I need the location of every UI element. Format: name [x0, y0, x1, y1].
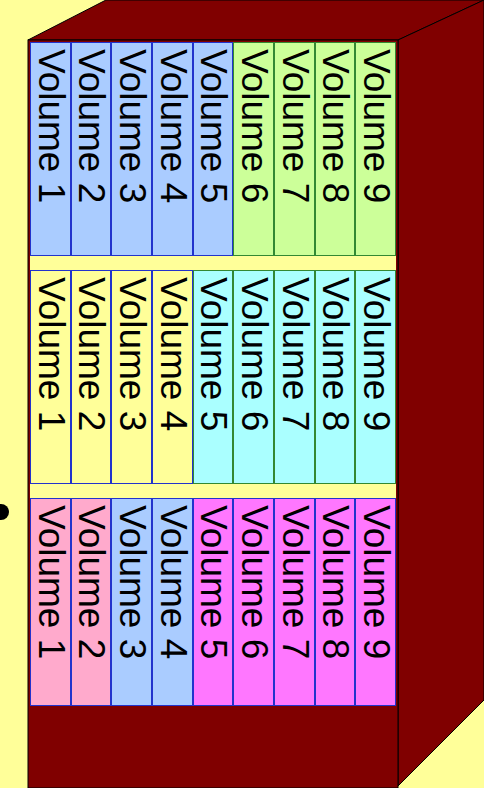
volume-label: Volume 2 — [72, 277, 110, 431]
volume-label: Volume 8 — [316, 49, 354, 203]
shelf-gap — [30, 256, 396, 270]
volume-label: Volume 9 — [357, 505, 395, 659]
book-spine: Volume 3 — [111, 42, 152, 256]
volume-label: Volume 9 — [357, 49, 395, 203]
book-spine: Volume 5 — [193, 498, 234, 706]
book-spine: Volume 9 — [355, 270, 396, 484]
volume-label: Volume 5 — [194, 505, 232, 659]
volume-label: Volume 1 — [32, 505, 70, 659]
book-spine: Volume 6 — [233, 498, 274, 706]
book-spine: Volume 2 — [71, 498, 112, 706]
book-spine: Volume 7 — [274, 270, 315, 484]
book-spine: Volume 8 — [315, 498, 356, 706]
book-spine: Volume 9 — [355, 498, 396, 706]
book-spine: Volume 8 — [315, 270, 356, 484]
volume-label: Volume 1 — [32, 49, 70, 203]
volume-label: Volume 1 — [32, 277, 70, 431]
book-spine: Volume 3 — [111, 270, 152, 484]
book-spine: Volume 2 — [71, 270, 112, 484]
volume-label: Volume 3 — [113, 505, 151, 659]
shelf-gap — [30, 484, 396, 498]
volume-label: Volume 4 — [154, 49, 192, 203]
volume-label: Volume 7 — [276, 49, 314, 203]
book-spine: Volume 4 — [152, 498, 193, 706]
knob-dot — [0, 504, 9, 520]
volume-label: Volume 6 — [235, 505, 273, 659]
book-spine: Volume 2 — [71, 42, 112, 256]
volume-label: Volume 3 — [113, 49, 151, 203]
book-spine: Volume 6 — [233, 42, 274, 256]
bookcase-side — [398, 0, 484, 786]
book-spine: Volume 9 — [355, 42, 396, 256]
book-spine: Volume 5 — [193, 270, 234, 484]
volume-label: Volume 9 — [357, 277, 395, 431]
volume-label: Volume 5 — [194, 277, 232, 431]
book-spine: Volume 4 — [152, 42, 193, 256]
volume-label: Volume 2 — [72, 49, 110, 203]
volume-label: Volume 4 — [154, 277, 192, 431]
book-spine: Volume 8 — [315, 42, 356, 256]
volume-label: Volume 7 — [276, 277, 314, 431]
volume-label: Volume 5 — [194, 49, 232, 203]
book-spine: Volume 7 — [274, 498, 315, 706]
volume-label: Volume 3 — [113, 277, 151, 431]
volume-label: Volume 8 — [316, 505, 354, 659]
book-spine: Volume 1 — [30, 270, 71, 484]
book-spine: Volume 3 — [111, 498, 152, 706]
volume-label: Volume 6 — [235, 49, 273, 203]
volume-label: Volume 8 — [316, 277, 354, 431]
bookcase-front — [28, 40, 398, 788]
book-spine: Volume 4 — [152, 270, 193, 484]
book-spine: Volume 7 — [274, 42, 315, 256]
book-spine: Volume 5 — [193, 42, 234, 256]
book-spine: Volume 1 — [30, 42, 71, 256]
book-spine: Volume 6 — [233, 270, 274, 484]
volume-label: Volume 6 — [235, 277, 273, 431]
volume-label: Volume 7 — [276, 505, 314, 659]
volume-label: Volume 2 — [72, 505, 110, 659]
volume-label: Volume 4 — [154, 505, 192, 659]
book-spine: Volume 1 — [30, 498, 71, 706]
